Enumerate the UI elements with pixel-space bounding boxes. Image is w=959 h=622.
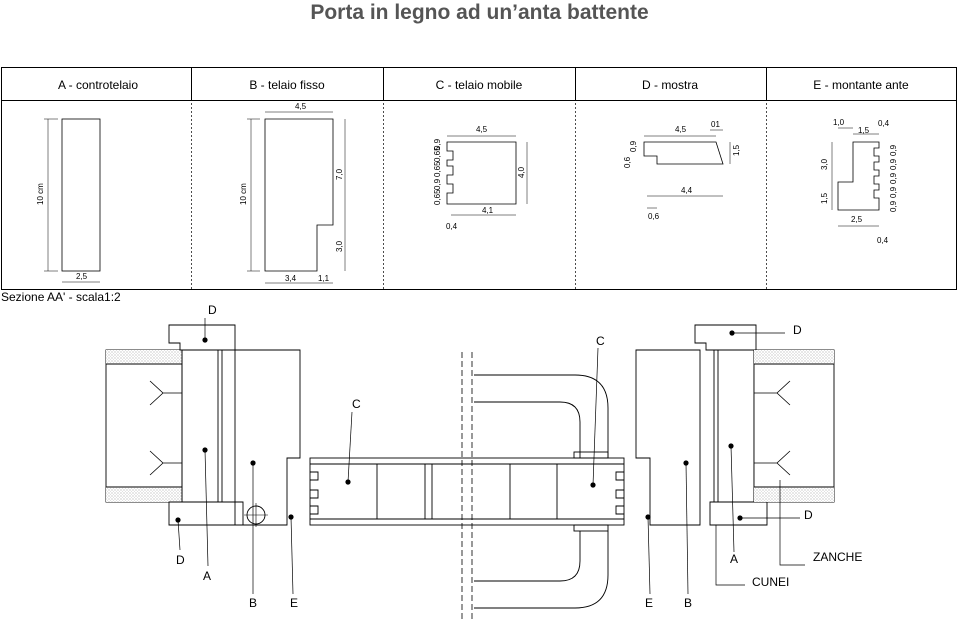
- callout-d-left-bottom: D: [176, 553, 185, 567]
- callout-a-right: A: [730, 552, 738, 566]
- profile-a: [44, 118, 101, 283]
- callout-d-right-bottom: D: [804, 508, 813, 522]
- dim-d-low: 0,6: [648, 212, 660, 221]
- profile-b: [247, 111, 346, 284]
- callout-b-left: B: [249, 596, 257, 610]
- dim-d-tick: 01: [711, 120, 720, 129]
- dim-b-h1: 7,0: [335, 168, 344, 180]
- header-e: E - montante ante: [813, 78, 909, 92]
- section-label: Sezione AA' - scala1:2: [1, 290, 121, 304]
- dim-d-mid: 4,4: [681, 186, 693, 195]
- dim-e-t2: 1,5: [858, 126, 870, 135]
- callout-zanche: ZANCHE: [813, 550, 862, 564]
- header-d: D - mostra: [642, 78, 698, 92]
- callout-d-left-top: D: [208, 303, 217, 317]
- dim-c-s5: 0,9: [433, 178, 442, 190]
- dim-e-t3: 0,4: [878, 119, 890, 128]
- dim-b-w2: 1,1: [318, 274, 330, 283]
- dim-e-h2: 1,5: [820, 192, 829, 204]
- profile-e: [831, 127, 880, 227]
- dim-c-s1: 0,65: [433, 146, 442, 162]
- dim-e-h1: 3,0: [820, 158, 829, 170]
- dim-e-offset: 0,4: [877, 236, 889, 245]
- dim-a-height: 10 cm: [36, 183, 45, 205]
- callout-d-right-top: D: [793, 323, 802, 337]
- dim-e-t1: 1,0: [833, 118, 845, 127]
- svg-text:0,9: 0,9: [889, 158, 898, 170]
- header-c: C - telaio mobile: [436, 78, 523, 92]
- dim-a-width: 2,5: [76, 272, 88, 281]
- callout-b-right: B: [684, 596, 692, 610]
- dim-d-height: 1,5: [732, 144, 741, 156]
- header-a: A - controtelaio: [58, 78, 138, 92]
- dim-c-s4: 0,65: [433, 189, 442, 205]
- dim-b-height: 10 cm: [239, 183, 248, 205]
- callout-c-handle: C: [596, 334, 605, 348]
- callout-a-left: A: [203, 569, 211, 583]
- dim-e-grooves: 0,9 0,9 0,9 0,9 0,9: [889, 144, 898, 212]
- dim-b-h2: 3,0: [335, 240, 344, 252]
- profile-c: [446, 135, 528, 216]
- profile-d: [643, 129, 731, 209]
- callout-e-left: E: [290, 596, 298, 610]
- dim-c-s2: 0,9: [433, 138, 442, 150]
- callout-e-right: E: [645, 596, 653, 610]
- dim-b-w1: 3,4: [285, 274, 297, 283]
- dim-e-width: 2,5: [851, 215, 863, 224]
- section-drawing: [105, 324, 835, 622]
- dim-c-offset: 0,4: [446, 222, 458, 231]
- svg-text:0,9: 0,9: [889, 144, 898, 156]
- callout-cunei: CUNEI: [752, 575, 789, 589]
- drawing-title: Porta in legno ad un’anta battente: [310, 1, 649, 24]
- svg-text:0,9: 0,9: [889, 200, 898, 212]
- dim-c-height: 4,0: [517, 166, 526, 178]
- profiles-table: [1, 67, 957, 290]
- dim-d-s1: 0,6: [623, 156, 632, 168]
- callout-c-leaf: C: [352, 397, 361, 411]
- callout-leaders: [177, 318, 805, 595]
- svg-text:0,9: 0,9: [889, 172, 898, 184]
- dim-c-bottom: 4,1: [482, 206, 494, 215]
- dim-c-top: 4,5: [476, 125, 488, 134]
- callout-dots: [175, 330, 743, 523]
- dim-b-top: 4,5: [295, 102, 307, 111]
- svg-text:0,9: 0,9: [889, 186, 898, 198]
- header-b: B - telaio fisso: [249, 78, 325, 92]
- dim-c-s3: 0,65: [433, 161, 442, 177]
- dim-d-top: 4,5: [675, 125, 687, 134]
- dim-d-s2: 0,9: [629, 140, 638, 152]
